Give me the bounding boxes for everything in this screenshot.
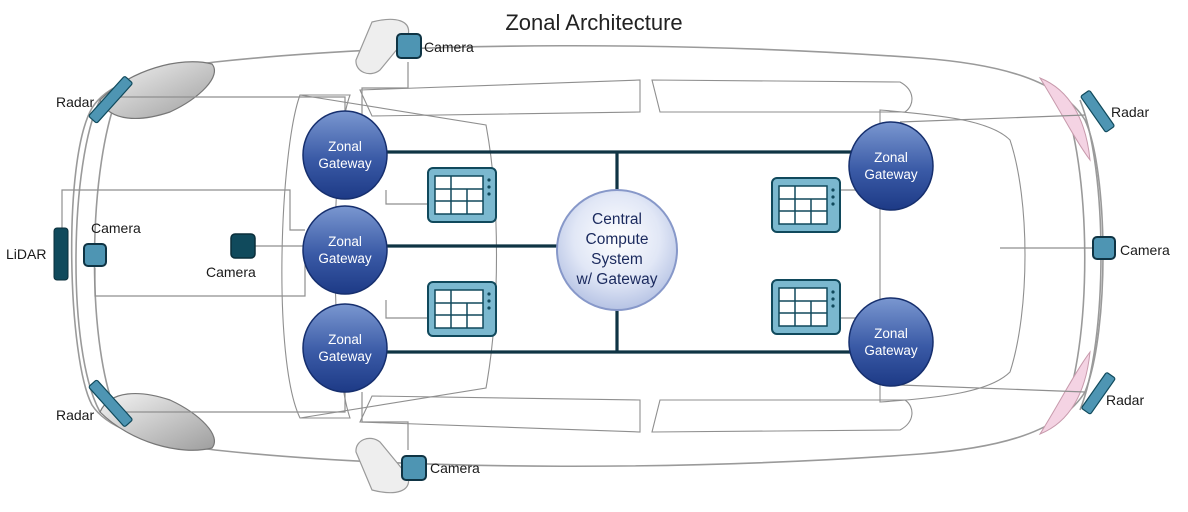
central-label-line4: w/ Gateway bbox=[576, 271, 658, 288]
radar-rear-top bbox=[1080, 90, 1115, 133]
camera-front bbox=[83, 243, 107, 267]
radar-front-bottom bbox=[88, 379, 133, 427]
central-label-line2: Compute bbox=[586, 231, 649, 248]
radar-rear-bottom bbox=[1081, 372, 1116, 415]
label-camera-mirror-bottom: Camera bbox=[430, 460, 480, 476]
mirror-top bbox=[355, 18, 410, 75]
label-camera-rear: Camera bbox=[1120, 242, 1170, 258]
label-radar-rear-bottom: Radar bbox=[1106, 392, 1144, 408]
sensor-wiring bbox=[61, 62, 1095, 450]
gateway-label-line1: Zonal bbox=[874, 326, 908, 341]
gateway-label-line2: Gateway bbox=[864, 167, 918, 182]
label-camera-cabin: Camera bbox=[206, 264, 256, 280]
gateway-label-line1: Zonal bbox=[874, 150, 908, 165]
gateway-label-line2: Gateway bbox=[864, 343, 918, 358]
central-label-line1: Central bbox=[592, 211, 642, 228]
zonal-gateway-front-middle: Zonal Gateway bbox=[302, 205, 388, 295]
central-compute-system: Central Compute System w/ Gateway bbox=[556, 189, 678, 311]
ecu-module-rear-upper bbox=[771, 177, 841, 233]
label-radar-front-top: Radar bbox=[56, 94, 94, 110]
zonal-gateway-rear-top: Zonal Gateway bbox=[848, 121, 934, 211]
diagram-title: Zonal Architecture bbox=[505, 10, 682, 35]
camera-mirror-top bbox=[396, 33, 422, 59]
gateway-label-line2: Gateway bbox=[318, 349, 372, 364]
lidar-sensor bbox=[53, 227, 69, 281]
tail-light-top bbox=[1038, 76, 1091, 162]
gateway-label-line2: Gateway bbox=[318, 156, 372, 171]
gateway-label-line2: Gateway bbox=[318, 251, 372, 266]
zonal-gateway-front-top: Zonal Gateway bbox=[302, 110, 388, 200]
zonal-gateway-front-bottom: Zonal Gateway bbox=[302, 303, 388, 393]
headlight-top bbox=[99, 61, 215, 120]
label-radar-rear-top: Radar bbox=[1111, 104, 1149, 120]
gateway-label-line1: Zonal bbox=[328, 234, 362, 249]
mirror-bottom bbox=[355, 437, 410, 494]
zonal-gateway-rear-bottom: Zonal Gateway bbox=[848, 297, 934, 387]
camera-mirror-bottom bbox=[401, 455, 427, 481]
label-camera-mirror-top: Camera bbox=[424, 39, 474, 55]
ecu-module-front-lower bbox=[427, 281, 497, 337]
camera-cabin bbox=[230, 233, 256, 259]
ecu-module-front-upper bbox=[427, 167, 497, 223]
label-camera-front: Camera bbox=[91, 220, 141, 236]
headlight-bottom bbox=[99, 392, 215, 451]
label-radar-front-bottom: Radar bbox=[56, 407, 94, 423]
camera-rear bbox=[1092, 236, 1116, 260]
gateway-label-line1: Zonal bbox=[328, 139, 362, 154]
tail-light-bottom bbox=[1038, 350, 1091, 436]
radar-front-top bbox=[88, 76, 133, 124]
ecu-module-rear-lower bbox=[771, 279, 841, 335]
label-lidar: LiDAR bbox=[6, 246, 46, 262]
central-label-line3: System bbox=[591, 251, 643, 268]
gateway-label-line1: Zonal bbox=[328, 332, 362, 347]
